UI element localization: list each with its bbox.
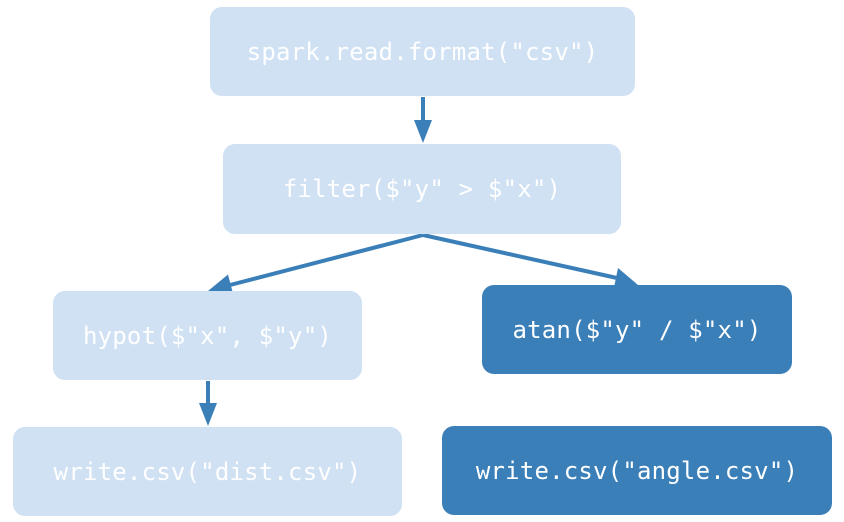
node-filter: filter($"y" > $"x")	[223, 144, 621, 234]
node-write-angle-label: write.csv("angle.csv")	[475, 456, 799, 485]
node-hypot-label: hypot($"x", $"y")	[82, 321, 333, 350]
node-hypot: hypot($"x", $"y")	[53, 291, 362, 380]
node-write-dist-label: write.csv("dist.csv")	[53, 457, 362, 486]
node-filter-label: filter($"y" > $"x")	[282, 175, 562, 203]
edge-filter-to-atan	[422, 233, 638, 288]
node-write-angle: write.csv("angle.csv")	[442, 426, 832, 515]
node-atan: atan($"y" / $"x")	[482, 285, 792, 374]
node-write-dist: write.csv("dist.csv")	[13, 427, 402, 516]
node-read-csv-label: spark.read.format("csv")	[246, 37, 599, 66]
edge-hypot-to-write-dist	[199, 381, 217, 426]
edge-filter-to-hypot	[208, 233, 424, 294]
node-read-csv: spark.read.format("csv")	[210, 7, 635, 96]
edge-read-to-filter	[414, 97, 432, 143]
node-atan-label: atan($"y" / $"x")	[512, 315, 762, 344]
